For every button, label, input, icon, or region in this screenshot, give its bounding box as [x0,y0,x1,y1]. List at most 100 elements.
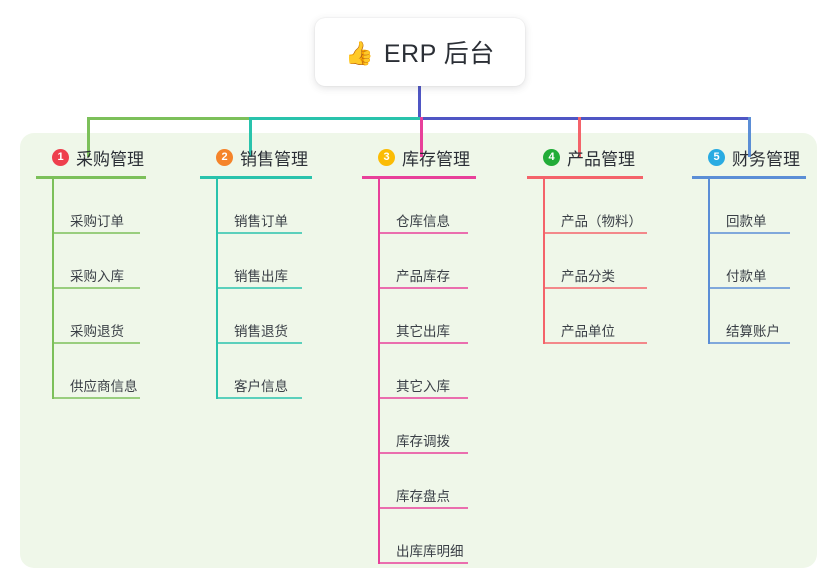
root-node-card[interactable]: 👍 ERP 后台 [315,18,525,86]
branch-badge-1: 1 [52,148,69,166]
branch-item-rule [543,342,647,344]
branch-header-3[interactable]: 3 库存管理 [362,145,512,169]
branch-item-label: 付款单 [726,269,767,285]
branch-spine-3 [378,179,380,564]
branch-item-rule [52,232,140,234]
branch-item-rule [52,287,140,289]
branch-item-label: 销售订单 [234,214,288,230]
trunk-connector [418,84,421,119]
branch-item-label: 产品分类 [561,269,615,285]
branch-item-rule [543,287,647,289]
branch-item-rule [378,562,468,564]
branch-item[interactable]: 供应商信息 [52,344,186,399]
drop-purchasing [87,117,90,157]
bus-segment-teal [249,117,420,120]
branch-item-label: 供应商信息 [70,379,138,395]
branch-column-4: 4 产品管理产品（物料） 产品分类产品单位 [527,145,677,344]
branch-spine-2 [216,179,218,399]
branch-item[interactable]: 仓库信息 [378,179,512,234]
branch-header-rule-2 [200,176,312,179]
branch-item-label: 采购订单 [70,214,124,230]
branch-header-1[interactable]: 1 采购管理 [36,145,186,169]
branch-item-rule [708,342,790,344]
branch-item-label: 其它入库 [396,379,450,395]
branch-items-5: 回款单付款单结算账户 [708,179,822,344]
branch-badge-5: 5 [708,148,725,166]
branch-items-3: 仓库信息产品库存其它出库其它入库库存调拨库存盘点出库库明细 [378,179,512,564]
branch-item-rule [378,342,468,344]
branch-item-label: 其它出库 [396,324,450,340]
drop-product [578,117,581,157]
branch-item-label: 产品单位 [561,324,615,340]
branch-item-rule [708,287,790,289]
root-node-title: ERP 后台 [383,40,495,68]
branch-item-label: 仓库信息 [396,214,450,230]
branch-header-rule-4 [527,176,643,179]
branch-column-1: 1 采购管理采购订单采购入库采购退货供应商信息 [36,145,186,399]
branch-item[interactable]: 销售退货 [216,289,350,344]
branch-items-2: 销售订单销售出库销售退货客户信息 [216,179,350,399]
branch-item-label: 客户信息 [234,379,288,395]
branch-items-1: 采购订单采购入库采购退货供应商信息 [52,179,186,399]
branch-spine-1 [52,179,54,399]
bus-segment-green [87,117,249,120]
branch-header-rule-5 [692,176,806,179]
branch-item[interactable]: 出库库明细 [378,509,512,564]
thumbs-up-icon: 👍 [345,39,374,66]
branch-title-5: 财务管理 [732,149,800,169]
branch-item[interactable]: 库存盘点 [378,454,512,509]
branch-item-rule [378,287,468,289]
drop-sales [249,117,252,157]
branch-title-4: 产品管理 [567,149,635,169]
branch-item[interactable]: 采购退货 [52,289,186,344]
branch-item[interactable]: 产品（物料） [543,179,677,234]
branch-item-rule [216,342,302,344]
branch-item-rule [52,342,140,344]
branch-item[interactable]: 其它入库 [378,344,512,399]
mindmap-background-panel [20,133,817,568]
branch-title-3: 库存管理 [402,149,470,169]
branch-items-4: 产品（物料） 产品分类产品单位 [543,179,677,344]
branch-item-rule [216,397,302,399]
branch-item-label: 库存调拨 [396,434,450,450]
branch-item-label: 回款单 [726,214,767,230]
branch-item-label: 采购退货 [70,324,124,340]
branch-item-rule [378,507,468,509]
branch-item[interactable]: 回款单 [708,179,822,234]
branch-item[interactable]: 结算账户 [708,289,822,344]
branch-title-2: 销售管理 [240,149,308,169]
branch-badge-3: 3 [378,148,395,166]
branch-item-label: 库存盘点 [396,489,450,505]
drop-finance [748,117,751,157]
branch-header-5[interactable]: 5 财务管理 [692,145,822,169]
branch-item[interactable]: 采购入库 [52,234,186,289]
branch-spine-5 [708,179,710,344]
branch-column-5: 5 财务管理回款单付款单结算账户 [692,145,822,344]
branch-item-label: 销售出库 [234,269,288,285]
branch-item-rule [52,397,140,399]
branch-item[interactable]: 客户信息 [216,344,350,399]
branch-column-3: 3 库存管理仓库信息产品库存其它出库其它入库库存调拨库存盘点出库库明细 [362,145,512,564]
branch-item[interactable]: 销售订单 [216,179,350,234]
branch-item[interactable]: 付款单 [708,234,822,289]
branch-item-label: 采购入库 [70,269,124,285]
branch-item-rule [216,287,302,289]
branch-item-rule [543,232,647,234]
branch-item-rule [378,452,468,454]
branch-item[interactable]: 销售出库 [216,234,350,289]
branch-item[interactable]: 其它出库 [378,289,512,344]
branch-header-4[interactable]: 4 产品管理 [527,145,677,169]
drop-inventory [420,117,423,157]
bus-segment-purple [420,117,751,120]
branch-badge-4: 4 [543,148,560,166]
branch-title-1: 采购管理 [76,149,144,169]
branch-item[interactable]: 产品单位 [543,289,677,344]
branch-header-rule-1 [36,176,146,179]
branch-item[interactable]: 产品库存 [378,234,512,289]
branch-item-label: 出库库明细 [396,544,464,560]
branch-item[interactable]: 采购订单 [52,179,186,234]
branch-item[interactable]: 产品分类 [543,234,677,289]
branch-item[interactable]: 库存调拨 [378,399,512,454]
